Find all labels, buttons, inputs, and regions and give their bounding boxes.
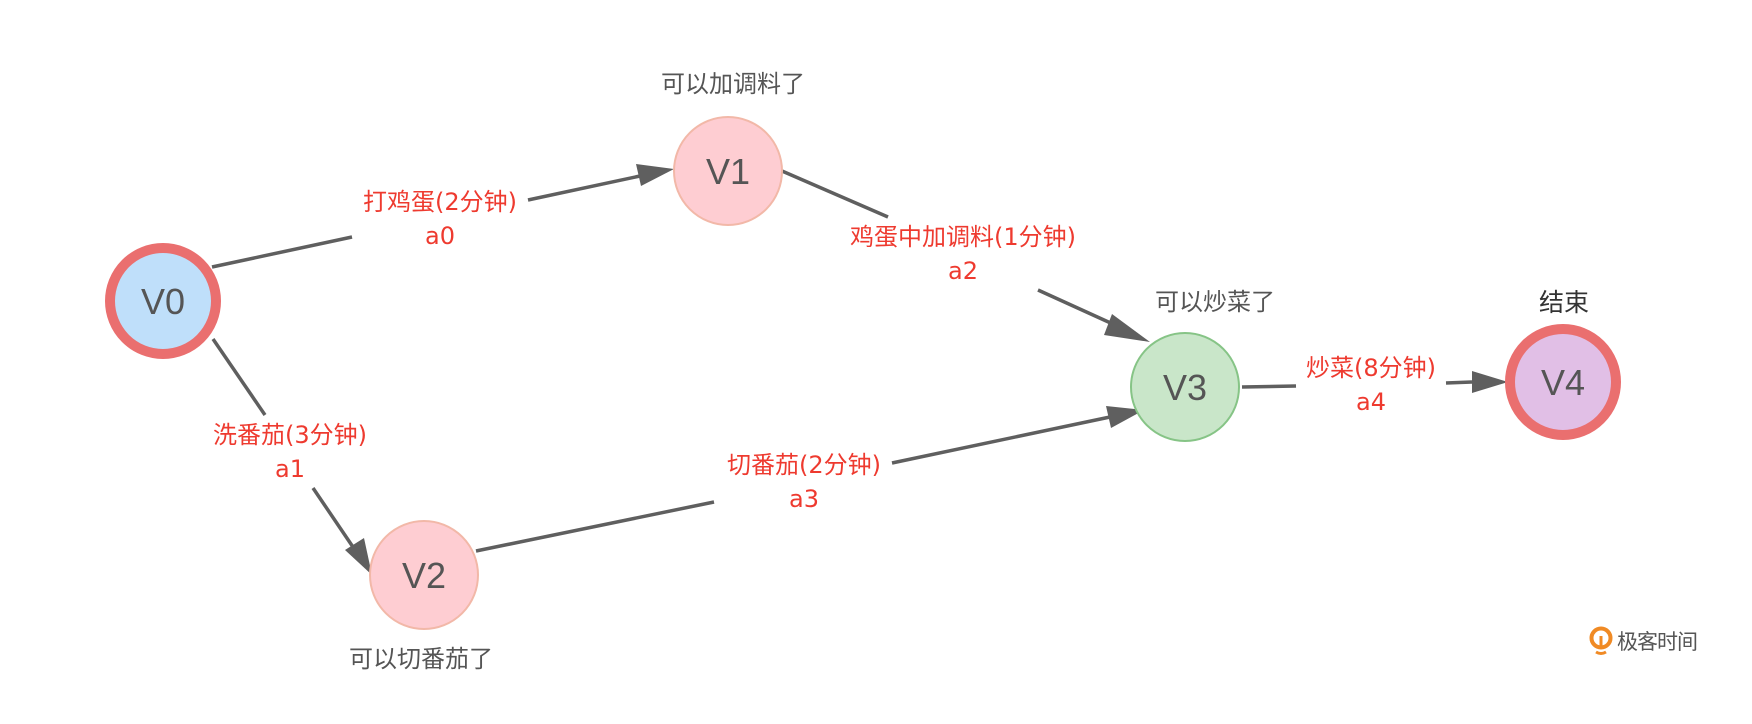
node-circle bbox=[1505, 324, 1621, 440]
node-circle bbox=[673, 116, 783, 226]
node-label: V4 bbox=[1541, 362, 1585, 403]
edge-a1: 洗番茄(3分钟) a1 bbox=[211, 338, 372, 575]
arrow-head bbox=[636, 164, 674, 186]
node-circle bbox=[105, 243, 221, 359]
node-circle bbox=[369, 520, 479, 630]
edge-name-label: a1 bbox=[275, 455, 305, 483]
node-v4: 结束 V4 bbox=[1505, 288, 1621, 440]
edge-activity-label: 鸡蛋中加调料(1分钟) bbox=[850, 223, 1076, 251]
node-label: V1 bbox=[706, 151, 750, 192]
node-caption: 结束 bbox=[1539, 288, 1589, 317]
edge-line bbox=[527, 174, 641, 202]
watermark-text: 极客时间 bbox=[1617, 630, 1698, 654]
edge-name-label: a4 bbox=[1356, 388, 1386, 416]
edge-line bbox=[1037, 288, 1116, 327]
node-caption: 可以炒菜了 bbox=[1155, 288, 1275, 316]
edge-line bbox=[311, 487, 357, 551]
node-label: V3 bbox=[1163, 367, 1207, 408]
edge-line bbox=[891, 415, 1111, 465]
edge-a3: 切番茄(2分钟) a3 bbox=[475, 406, 1144, 553]
watermark: 极客时间 bbox=[1588, 626, 1698, 656]
node-v3: 可以炒菜了 V3 bbox=[1130, 288, 1275, 442]
edge-name-label: a0 bbox=[425, 222, 455, 250]
node-caption: 可以加调料了 bbox=[661, 70, 805, 98]
edge-line bbox=[781, 169, 889, 219]
edge-name-label: a2 bbox=[948, 257, 978, 285]
edge-line bbox=[475, 500, 715, 553]
node-v0: V0 bbox=[105, 243, 221, 359]
node-caption: 可以切番茄了 bbox=[349, 645, 493, 673]
node-v1: 可以加调料了 V1 bbox=[661, 70, 805, 226]
edge-a2: 鸡蛋中加调料(1分钟) a2 bbox=[781, 169, 1150, 342]
edge-a4: 炒菜(8分钟) a4 bbox=[1241, 354, 1508, 416]
arrow-head bbox=[345, 538, 372, 575]
node-circle bbox=[1130, 332, 1240, 442]
edge-activity-label: 打鸡蛋(2分钟) bbox=[363, 188, 517, 216]
edge-a0: 打鸡蛋(2分钟) a0 bbox=[211, 164, 674, 269]
node-label: V2 bbox=[402, 555, 446, 596]
arrow-head bbox=[1104, 314, 1150, 342]
node-v2: V2 可以切番茄了 bbox=[349, 520, 493, 673]
edge-line bbox=[211, 235, 353, 269]
node-label: V0 bbox=[141, 281, 185, 322]
arrow-head bbox=[1472, 371, 1508, 393]
edge-activity-label: 洗番茄(3分钟) bbox=[213, 421, 367, 449]
arrow-head bbox=[1106, 406, 1144, 428]
edge-name-label: a3 bbox=[789, 485, 819, 513]
geektime-logo-icon bbox=[1589, 626, 1613, 655]
edge-line bbox=[1241, 384, 1297, 389]
edge-line bbox=[211, 338, 267, 416]
edge-activity-label: 切番茄(2分钟) bbox=[727, 451, 881, 479]
edge-activity-label: 炒菜(8分钟) bbox=[1306, 354, 1436, 382]
edge-line bbox=[1445, 380, 1473, 385]
